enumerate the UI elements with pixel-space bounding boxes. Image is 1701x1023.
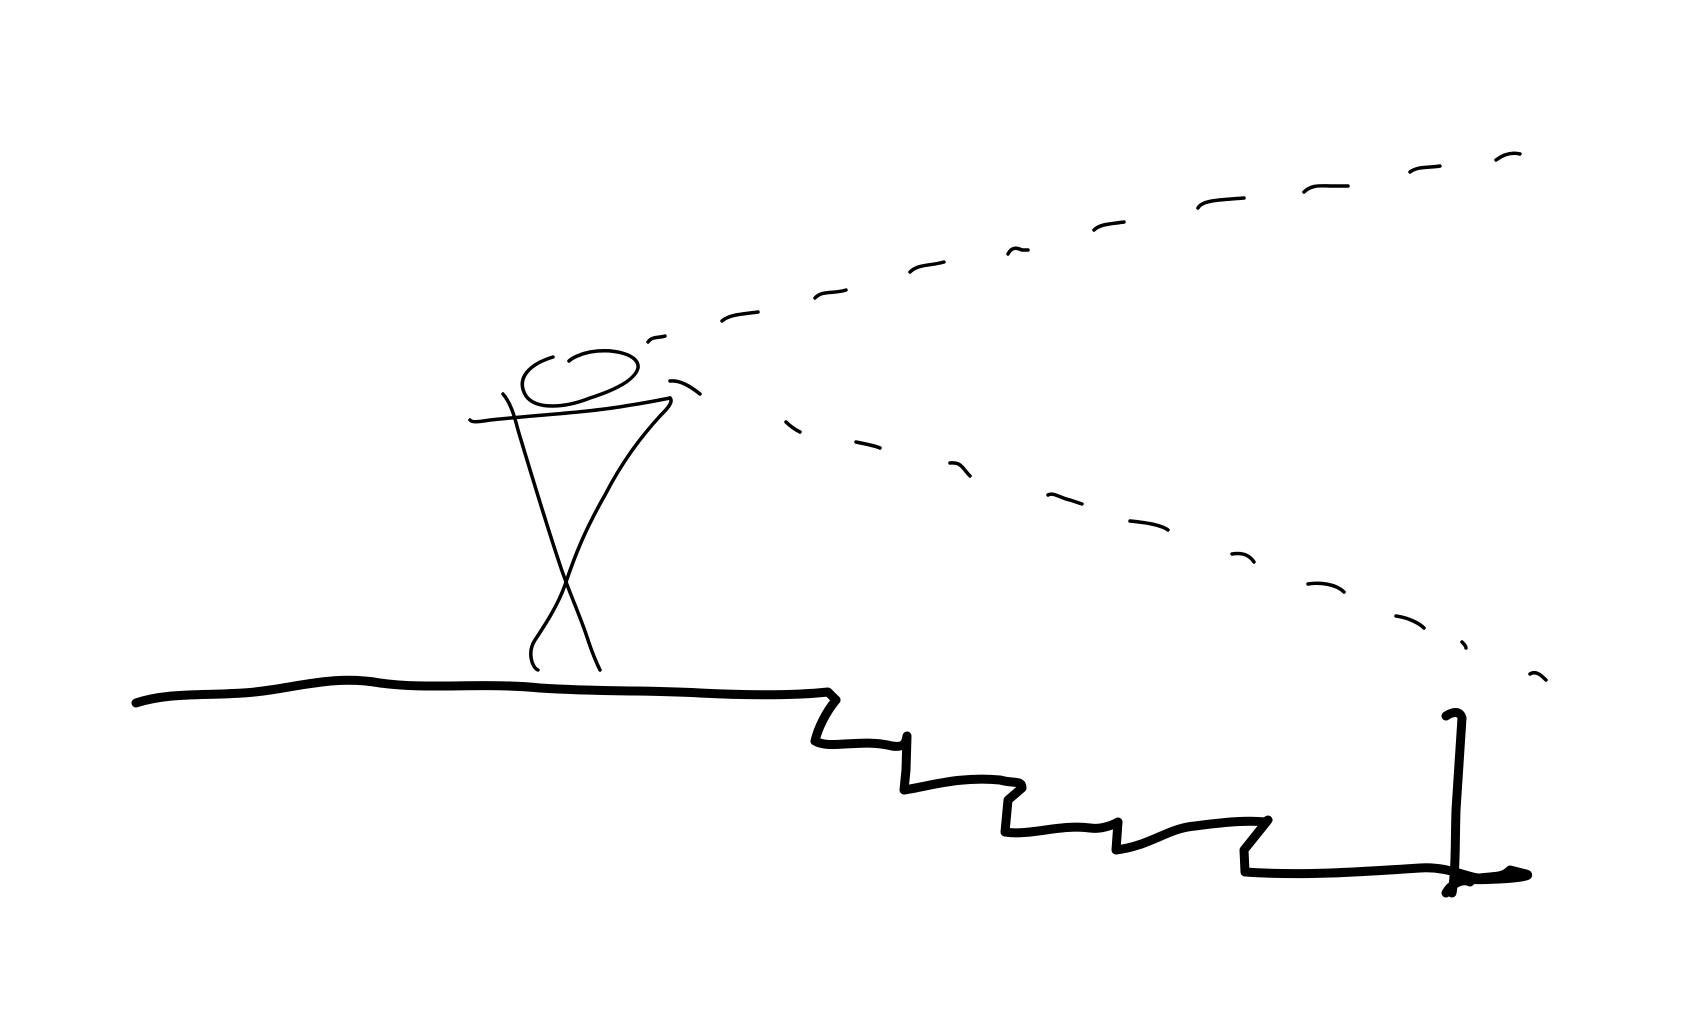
figure-head [520,349,640,408]
figure-leg-right [529,396,673,672]
upper-dashed-trajectory [646,151,1522,344]
pit-wall [1441,708,1467,898]
ground-ledge [131,675,841,708]
pit-wall-base [1441,876,1475,898]
lower-dashed-trajectory [668,379,1548,682]
figure-leg-left [501,392,602,672]
stair-steps [810,695,1533,885]
figure-arms [468,396,672,424]
